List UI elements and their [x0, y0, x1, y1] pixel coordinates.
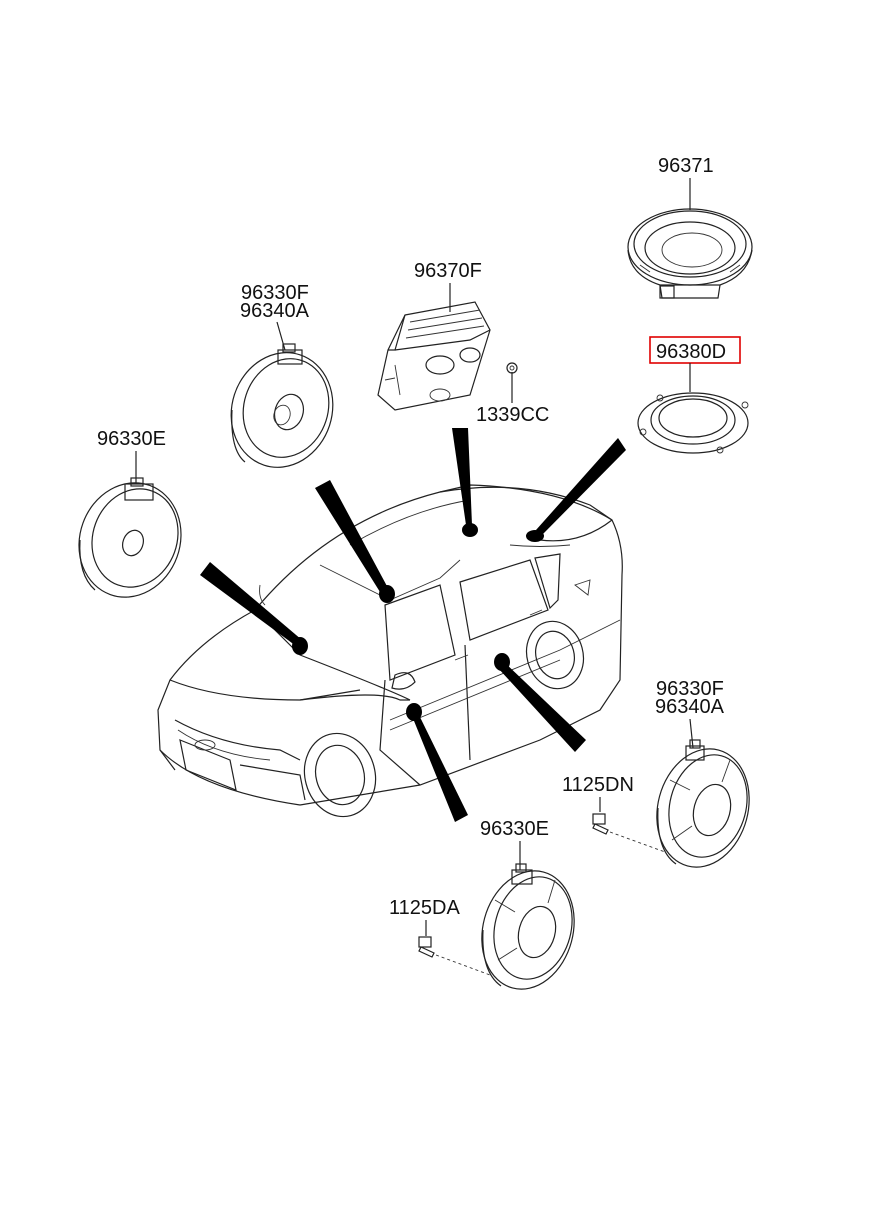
- label-96370f[interactable]: 96370F: [414, 260, 482, 282]
- woofer-speaker-icon: [627, 208, 753, 299]
- label-96340a-right[interactable]: 96340A: [655, 696, 725, 718]
- screw-1125dn-icon: [592, 813, 666, 853]
- rear-tweeter-icon: [637, 392, 749, 454]
- pointer-lower-speaker: [412, 713, 468, 822]
- label-1125da[interactable]: 1125DA: [389, 897, 460, 919]
- label-96371[interactable]: 96371: [658, 155, 714, 177]
- left-speaker-icon: [78, 477, 182, 598]
- pointer-amplifier: [452, 428, 472, 525]
- front-right-door-speaker-icon: [656, 739, 750, 868]
- label-1339cc[interactable]: 1339CC: [476, 404, 549, 426]
- label-96330f-top[interactable]: 96330F: [241, 282, 309, 304]
- label-96330f-right[interactable]: 96330F: [656, 678, 724, 700]
- screw-1125da-icon: [418, 936, 491, 976]
- pointer-top-left-speaker: [315, 480, 388, 592]
- label-1125dn[interactable]: 1125DN: [562, 774, 634, 796]
- leader-lines: [135, 178, 694, 936]
- sedan-car-outline: [157, 484, 623, 818]
- front-door-speaker-top-icon: [230, 343, 334, 468]
- highlight-box: [649, 336, 741, 364]
- label-96340a-top[interactable]: 96340A: [240, 300, 310, 322]
- amplifier-icon: [377, 301, 518, 411]
- label-96330e-lower[interactable]: 96330E: [480, 818, 549, 840]
- pointer-rear-tweeter: [536, 438, 626, 535]
- label-96380d[interactable]: 96380D: [656, 341, 726, 363]
- lower-speaker-icon: [481, 863, 575, 990]
- pointer-front-door-right: [498, 662, 586, 752]
- pointer-left-tweeter: [200, 562, 302, 646]
- location-pointers: [200, 428, 626, 822]
- label-96330e-left[interactable]: 96330E: [97, 428, 166, 450]
